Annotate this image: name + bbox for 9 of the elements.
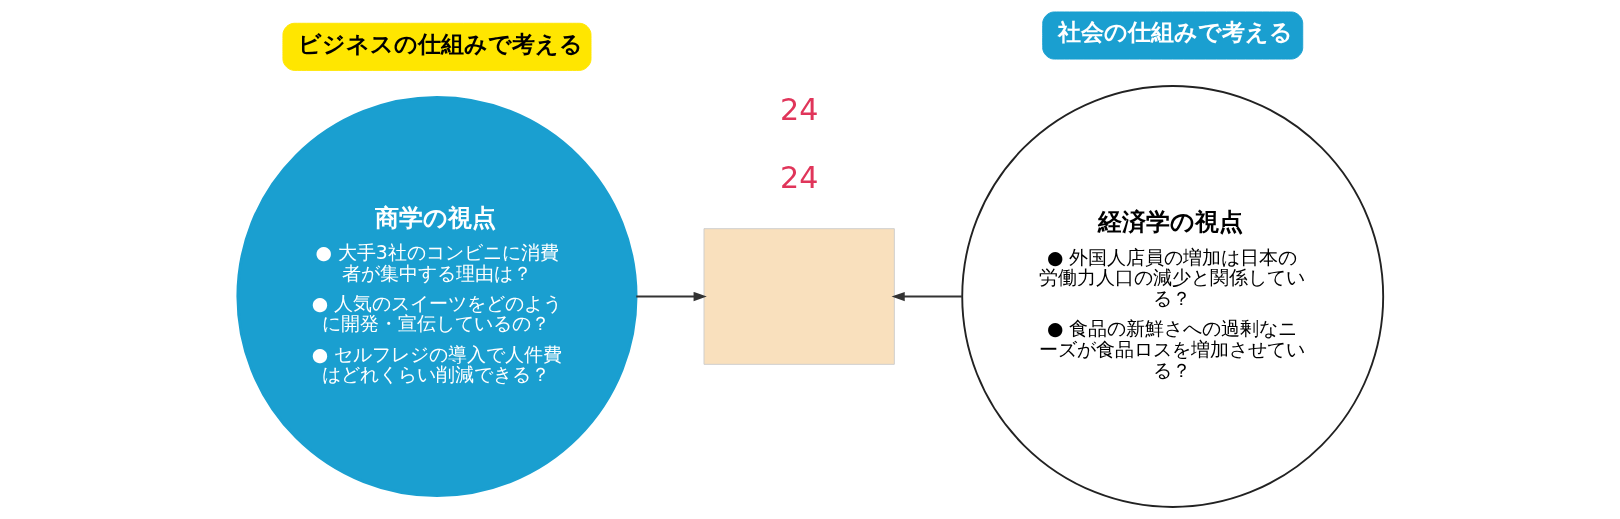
label: 24 <box>779 92 818 128</box>
arrow <box>634 291 707 302</box>
node-box: ビジネスの仕組みで考える <box>281 22 591 71</box>
node-box <box>703 228 895 365</box>
label: 24 <box>779 160 818 196</box>
node-box: 社会の仕組みで考える <box>1041 11 1303 60</box>
node-circle: 商学の視点 ● 大手3社のコンビニに消費者が集中する理由は？ ● 人気のスイーツをどのように開発・宣伝しているの？ ● セルフレジの導入で人件費はどれくらい削減できる？ <box>235 95 637 498</box>
arrow <box>891 291 963 302</box>
node-circle: 経済学の視点 ● 外国人店員の増加は日本の労働力人口の減少と関係している？ ● 食品の新鮮さへの過剰なニーズが食品ロスを増加させている？ <box>960 85 1384 508</box>
